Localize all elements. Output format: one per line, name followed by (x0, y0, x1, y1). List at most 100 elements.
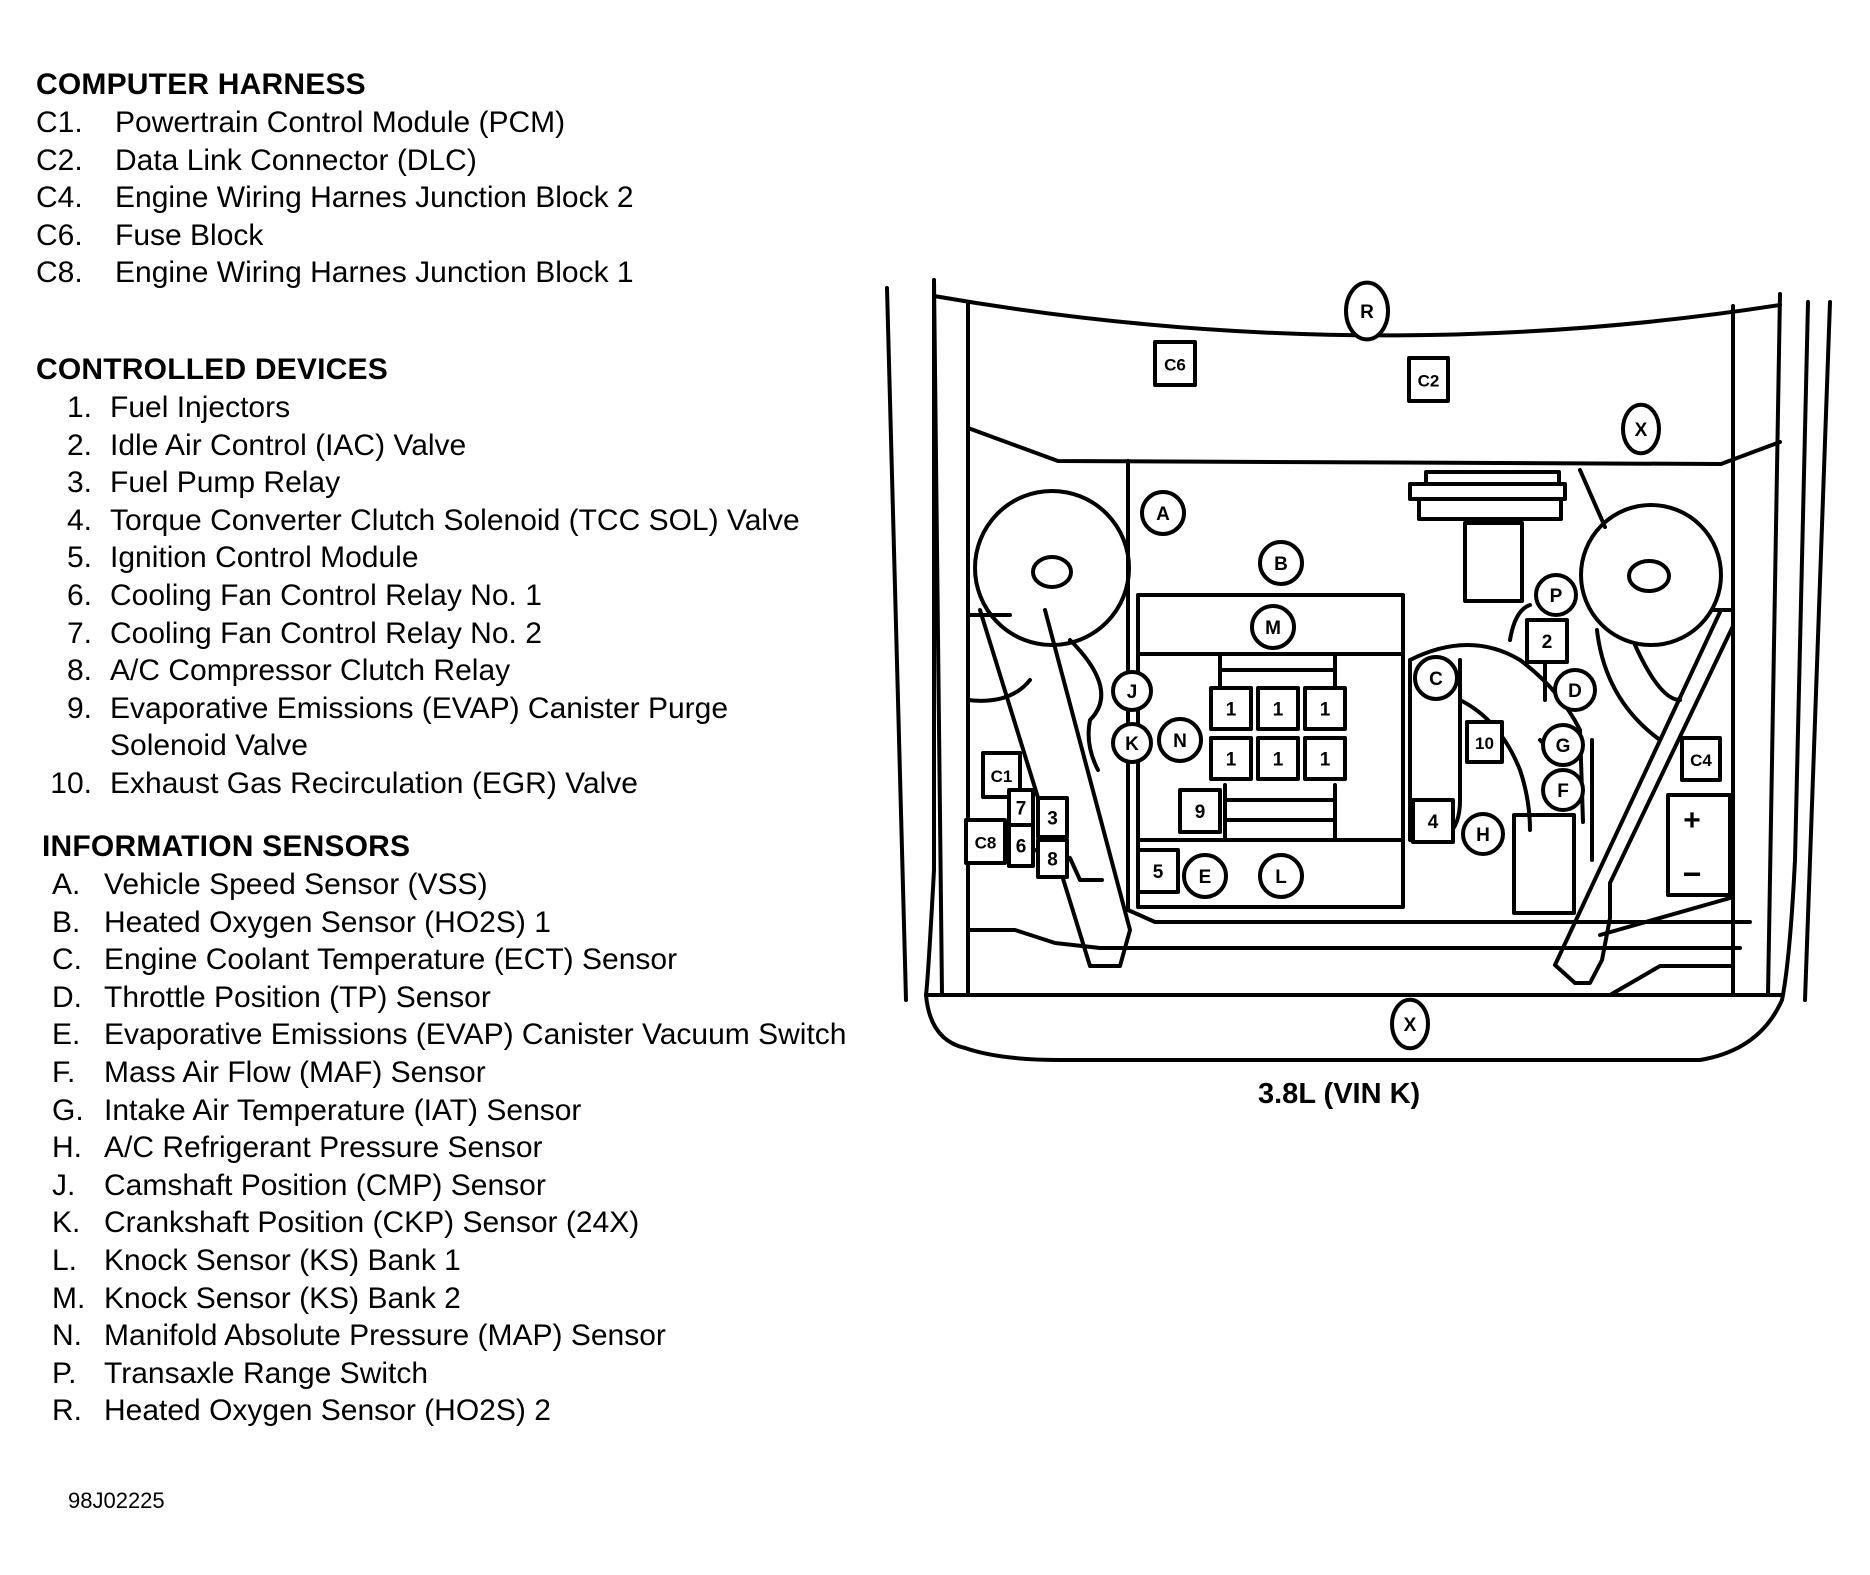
component-box-label: 1 (1273, 700, 1284, 721)
legend-item: F.Mass Air Flow (MAF) Sensor (42, 1054, 847, 1092)
legend-code: 3. (66, 466, 92, 500)
component-box-outline (1256, 686, 1300, 731)
left-pulley-hub (1031, 555, 1073, 589)
legend-code: C1. (36, 106, 83, 139)
component-box-outline (1525, 618, 1569, 664)
legend-text: Fuel Injectors (110, 391, 291, 424)
left-fender-mid-line (932, 278, 944, 997)
legend-code: J. (52, 1168, 76, 1202)
battery-positive-terminal-icon: + (1683, 804, 1701, 837)
sensor-callout-label: E (1199, 867, 1212, 888)
component-box-outline (964, 818, 1007, 865)
legend-text: Heated Oxygen Sensor (HO2S) 2 (104, 1394, 551, 1428)
legend-code: 10. (50, 766, 92, 800)
component-box-9: 9 (1178, 788, 1222, 834)
legend-item: H.A/C Refrigerant Pressure Sensor (42, 1129, 847, 1167)
legend-code: 4. (66, 503, 92, 537)
legend-text: Idle Air Control (IAC) Valve (110, 428, 467, 462)
legend-code: C2. (36, 143, 83, 177)
sensor-callout-f: F (1541, 768, 1585, 812)
legend-code: B. (52, 905, 81, 939)
component-box-label: 5 (1153, 862, 1164, 883)
component-box-outline (1178, 788, 1222, 834)
throttle-plate-low (1417, 497, 1563, 521)
legend-text: Knock Sensor (KS) Bank 1 (104, 1243, 461, 1277)
legend-item: C.Engine Coolant Temperature (ECT) Senso… (42, 941, 847, 979)
legend-item: C1. Powertrain Control Module (PCM) (36, 104, 634, 142)
legend-item: G.Intake Air Temperature (IAT) Sensor (42, 1092, 847, 1130)
legend-item: 7.Cooling Fan Control Relay No. 2 (36, 615, 800, 653)
battery (1666, 793, 1732, 897)
sensor-callout-m: M (1250, 604, 1296, 650)
legend-code: 5. (66, 541, 92, 575)
legend-item: 5.Ignition Control Module (36, 539, 800, 577)
component-box-outline (1036, 796, 1069, 839)
sensor-callout-label: H (1476, 825, 1490, 846)
sensor-callout-circle (1541, 768, 1585, 812)
legend-text: Powertrain Control Module (PCM) (115, 106, 566, 139)
component-box-label: 8 (1047, 850, 1058, 871)
engine-front-lower-line (966, 928, 1742, 950)
legend-code: R. (52, 1394, 82, 1428)
component-box-label: C1 (991, 767, 1013, 786)
sensor-callout-circle (1258, 853, 1304, 899)
component-box-label: 1 (1320, 700, 1331, 721)
component-box-outline (1036, 838, 1069, 879)
battery-negative-terminal-icon: − (1683, 856, 1702, 892)
component-box-outline (1465, 720, 1504, 764)
component-box-1: 1 (1209, 736, 1253, 781)
sensor-callout-circle (1250, 604, 1296, 650)
sensor-callout-r: R (1344, 280, 1390, 342)
computer-harness-section: COMPUTER HARNESS C1.Powertrain Control M… (36, 66, 634, 292)
component-box-label: 9 (1195, 802, 1206, 823)
information-sensors-section: INFORMATION SENSORS A.Vehicle Speed Sens… (42, 828, 847, 1430)
sensor-callout-circle (1541, 723, 1585, 767)
right-engine-lower-line (1598, 896, 1732, 937)
component-box-6: 6 (1007, 823, 1035, 868)
section-title: CONTROLLED DEVICES (36, 353, 388, 386)
legend-text: Fuse Block (115, 218, 264, 252)
legend-code: G. (52, 1093, 84, 1127)
component-box-1: 1 (1256, 686, 1300, 731)
component-box-c4: C4 (1680, 736, 1722, 782)
right-fender-outer-line (1803, 300, 1832, 1002)
component-box-label: 2 (1542, 632, 1553, 653)
sensor-callout-circle (1157, 717, 1203, 763)
right-pulley (1579, 503, 1723, 647)
legend-code: 2. (66, 428, 92, 462)
component-box-4: 4 (1411, 798, 1455, 844)
legend-text: Cooling Fan Control Relay No. 2 (110, 616, 542, 650)
legend-item: J.Camshaft Position (CMP) Sensor (42, 1167, 847, 1205)
legend-text: Exhaust Gas Recirculation (EGR) Valve (110, 766, 638, 800)
legend-item: 4.Torque Converter Clutch Solenoid (TCC … (36, 502, 800, 540)
legend-code: L. (52, 1243, 78, 1277)
sensor-callout-l: L (1258, 853, 1304, 899)
legend-item: C4.Engine Wiring Harnes Junction Block 2 (36, 179, 634, 217)
legend-item: B.Heated Oxygen Sensor (HO2S) 1 (42, 904, 847, 942)
sensor-callout-circle (1534, 573, 1578, 617)
legend-text: Engine Wiring Harnes Junction Block 2 (115, 181, 634, 215)
sensor-callout-x: X (1390, 997, 1430, 1051)
component-box-label: 1 (1226, 700, 1237, 721)
legend-text: A/C Refrigerant Pressure Sensor (104, 1131, 543, 1165)
sensor-callout-label: X (1635, 420, 1648, 441)
component-box-label: 7 (1016, 799, 1027, 820)
right-engine-lower-line-2 (1608, 964, 1735, 997)
intake-runner-top (1218, 652, 1337, 692)
sensor-callout-d: D (1553, 668, 1597, 712)
right-belt-lower (1633, 643, 1682, 702)
component-box-outline (1303, 686, 1347, 731)
sensor-callout-label: L (1275, 867, 1287, 888)
legend-item: D.Throttle Position (TP) Sensor (42, 979, 847, 1017)
component-box-outline (1007, 823, 1035, 868)
sensor-callout-label: R (1360, 302, 1374, 323)
sensor-callout-circle (1344, 280, 1390, 342)
component-box-label: 4 (1428, 812, 1439, 833)
throttle-plate-mid (1408, 482, 1567, 501)
sensor-callout-x: X (1621, 402, 1661, 456)
legend-code: P. (52, 1356, 77, 1390)
component-box-outline (1209, 686, 1253, 731)
legend-code: C8. (36, 256, 83, 290)
